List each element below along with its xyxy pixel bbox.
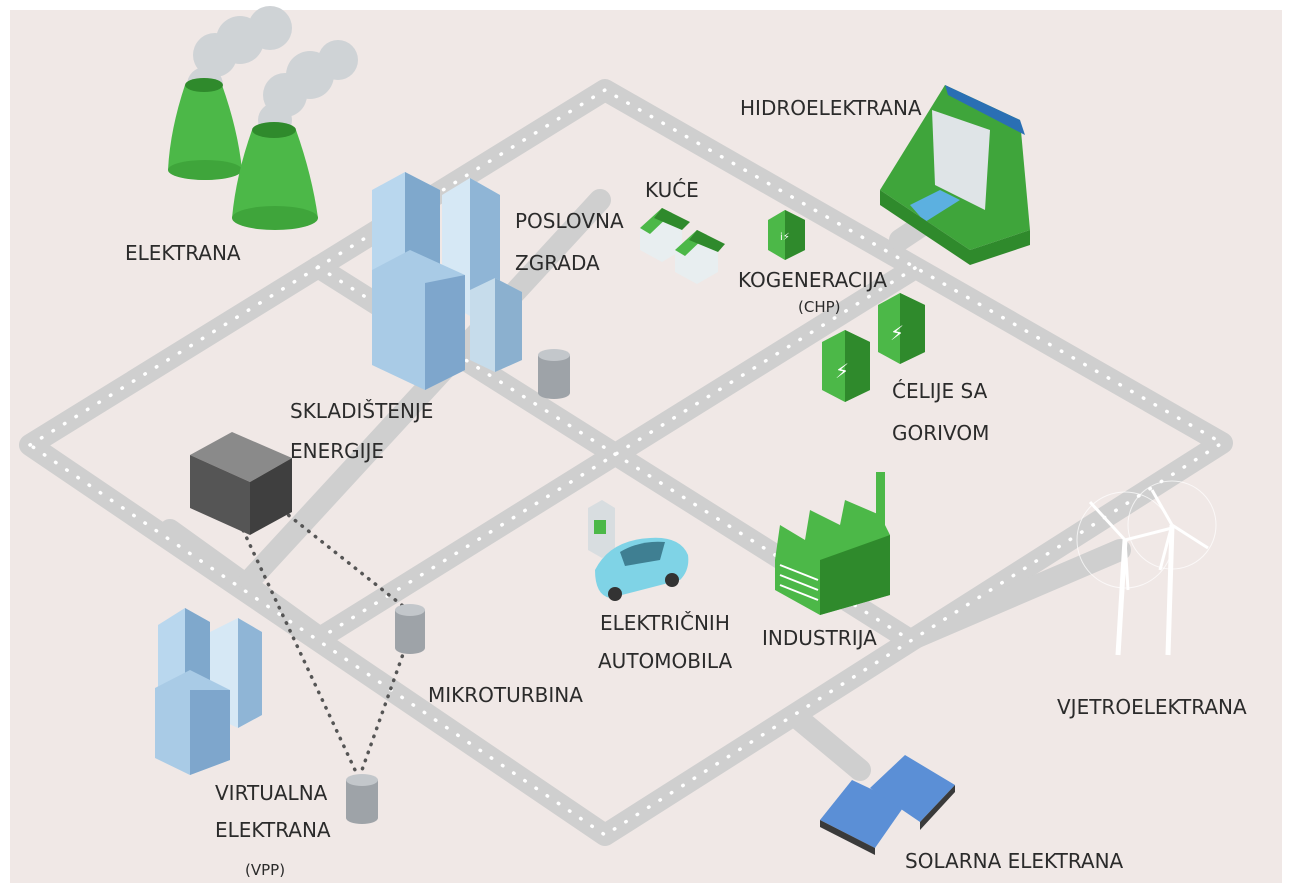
- storage-container-icon: [190, 432, 292, 535]
- label-hidroelektrana: HIDROELEKTRANA: [740, 96, 922, 120]
- label-automobila: AUTOMOBILA: [598, 649, 732, 673]
- label-chp: (CHP): [798, 298, 841, 316]
- label-elektrana-vpp: ELEKTRANA: [215, 818, 331, 842]
- label-mikroturbina: MIKROTURBINA: [428, 683, 583, 707]
- factory-icon: [775, 472, 890, 615]
- label-industrija: INDUSTRIJA: [762, 626, 877, 650]
- label-gorivom: GORIVOM: [892, 421, 989, 445]
- microturbine-icon: [346, 774, 378, 824]
- label-solarna: SOLARNA ELEKTRANA: [905, 849, 1124, 873]
- label-elektrana: ELEKTRANA: [125, 241, 241, 265]
- chp-unit-icon: i⚡: [768, 210, 805, 260]
- label-elektricnih: ELEKTRIČNIH: [600, 611, 730, 635]
- microturbine-icon: [538, 349, 570, 399]
- label-vjetroelektrana: VJETROELEKTRANA: [1057, 695, 1247, 719]
- vpp-link-lines: [234, 508, 410, 787]
- power-plant-group: [168, 6, 358, 230]
- house-icon: [675, 230, 725, 284]
- hydro-dam-icon: [880, 85, 1030, 265]
- label-zgrada: ZGRADA: [515, 251, 600, 275]
- label-virtualna: VIRTUALNA: [215, 781, 328, 805]
- fuel-cell-icon: ⚡: [878, 293, 925, 364]
- office-building-icon: [372, 172, 522, 390]
- diagram-labels: ELEKTRANA POSLOVNA ZGRADA KUĆE HIDROELEK…: [125, 96, 1247, 879]
- electric-car-icon: [595, 537, 689, 601]
- svg-text:⚡: ⚡: [890, 321, 904, 345]
- label-energije: ENERGIJE: [290, 439, 384, 463]
- vpp-building-icon: [155, 608, 262, 775]
- fuel-cell-icon: ⚡: [822, 330, 870, 402]
- ev-charger-icon: [588, 500, 615, 558]
- cooling-tower-icon: [168, 78, 242, 180]
- label-vpp: (VPP): [245, 861, 285, 879]
- label-kogeneracija: KOGENERACIJA: [738, 268, 887, 292]
- house-icon: [640, 208, 690, 262]
- label-celije: ĆELIJE SA: [892, 379, 988, 403]
- label-kuce: KUĆE: [645, 178, 699, 202]
- cooling-tower-icon: [232, 122, 318, 230]
- svg-text:i⚡: i⚡: [780, 232, 790, 243]
- microturbine-icon: [395, 604, 425, 654]
- solar-panel-icon: [820, 755, 955, 855]
- svg-text:⚡: ⚡: [835, 359, 849, 383]
- label-poslovna: POSLOVNA: [515, 209, 624, 233]
- wind-turbine-icon: [1076, 480, 1217, 656]
- label-skladistenje: SKLADIŠTENJE: [290, 399, 433, 423]
